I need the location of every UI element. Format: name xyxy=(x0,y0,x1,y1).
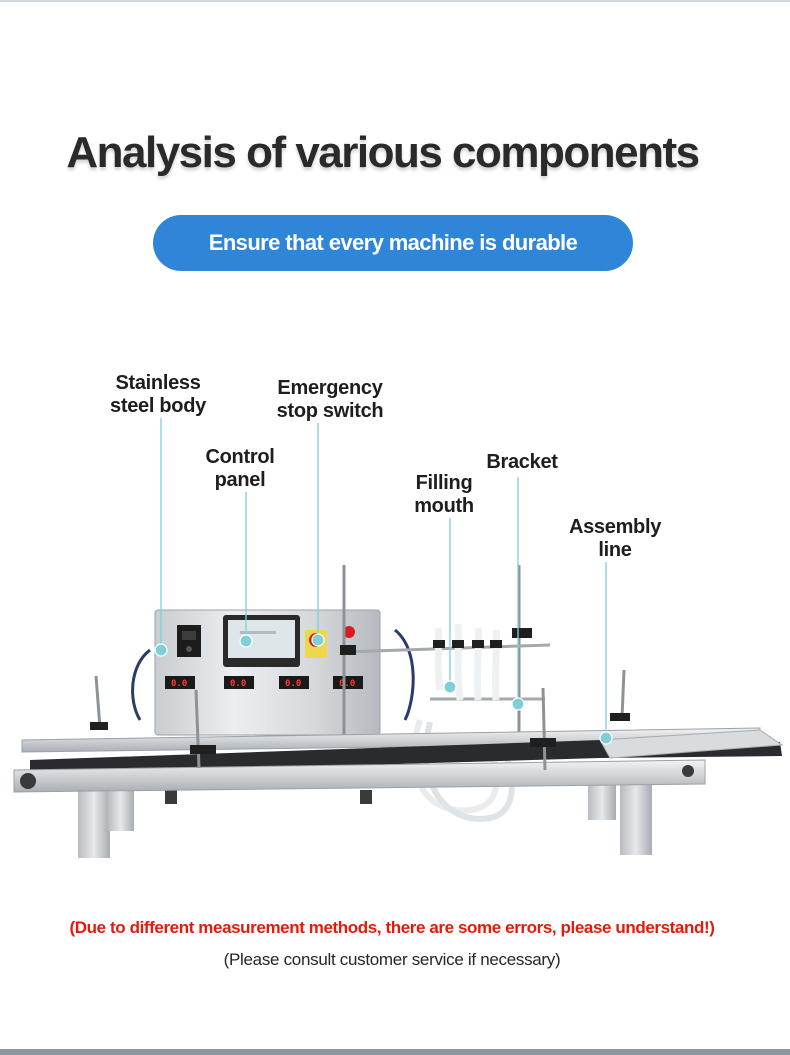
callout-line: Filling xyxy=(415,472,473,494)
outfeed-tray xyxy=(599,729,784,759)
machine-foot xyxy=(165,790,177,804)
fuse-holder-icon xyxy=(186,646,192,652)
assembly-line xyxy=(13,759,706,793)
callout-line: Stainless xyxy=(115,372,201,394)
conveyor-leg xyxy=(588,780,616,820)
conveyor-leg xyxy=(108,785,134,831)
callout-line: mouth xyxy=(414,495,474,517)
emergency-stop-switch xyxy=(309,633,323,647)
bracket-clamp xyxy=(512,628,532,638)
callout-bracket: Bracket xyxy=(478,451,566,474)
durability-banner: Ensure that every machine is durable xyxy=(153,215,633,271)
page-title: Analysis of various components xyxy=(66,128,700,177)
callout-line: Control xyxy=(205,446,275,468)
callout-line: line xyxy=(598,539,632,561)
measurement-warning: (Due to different measurement methods, t… xyxy=(69,918,715,937)
callout-emergency-stop-switch: Emergency stop switch xyxy=(264,377,396,423)
end-roller-icon xyxy=(682,765,694,777)
power-switch xyxy=(177,625,201,657)
bracket-clamp xyxy=(340,645,356,655)
callout-filling-mouth: Filling mouth xyxy=(404,472,484,518)
callout-control-panel: Control panel xyxy=(190,446,290,492)
bottom-divider xyxy=(0,1049,790,1055)
machine-foot xyxy=(360,790,372,804)
indicator-light xyxy=(343,626,355,638)
guide-posts xyxy=(90,669,630,771)
counter-readout: 0.0 xyxy=(339,679,355,689)
power-cable xyxy=(394,628,415,721)
filling-nozzles xyxy=(433,623,502,701)
counter-readout: 0.0 xyxy=(171,679,187,689)
callout-line: steel body xyxy=(110,395,206,417)
callout-line: Bracket xyxy=(486,451,558,473)
screen-text-bar xyxy=(240,631,276,634)
touch-screen xyxy=(228,620,295,658)
counter-readout: 0.0 xyxy=(230,679,246,689)
conveyor-belt xyxy=(30,740,782,775)
conveyor-leg xyxy=(620,785,652,855)
callout-line: stop switch xyxy=(276,400,384,422)
drive-roller-icon xyxy=(20,773,36,789)
customer-service-note: (Please consult customer service if nece… xyxy=(223,950,561,969)
top-divider xyxy=(0,0,790,2)
bracket xyxy=(344,643,551,654)
power-switch-rocker xyxy=(182,631,196,640)
filling-machine-photo: 0.0 0.0 0.0 0.0 xyxy=(13,565,784,858)
callout-line: Assembly xyxy=(568,516,662,538)
callout-line: Emergency xyxy=(277,377,383,399)
counter-displays xyxy=(165,676,363,689)
callout-assembly-line: Assembly line xyxy=(560,516,670,562)
counter-readout: 0.0 xyxy=(285,679,301,689)
conveyor-leg xyxy=(78,790,110,858)
durability-banner-text: Ensure that every machine is durable xyxy=(208,230,578,255)
callout-stainless-steel-body: Stainless steel body xyxy=(98,372,218,418)
callout-line: panel xyxy=(214,469,266,491)
power-cable xyxy=(131,648,151,721)
